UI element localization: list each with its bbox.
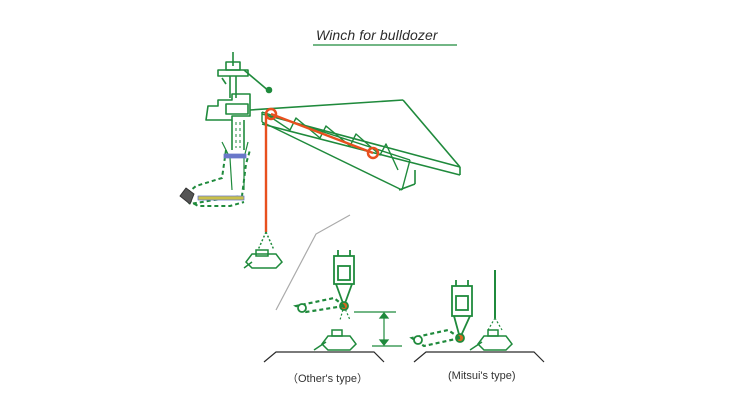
bucket-elevator [183, 149, 251, 207]
unloader-machine [179, 52, 461, 207]
cable-boom [270, 112, 374, 155]
tower-mast [205, 52, 251, 121]
caption-mitsui-type: (Mitsui's type) [448, 370, 516, 382]
sheave-upper [264, 107, 278, 121]
boom-truss [261, 111, 411, 191]
sheave-lower [366, 146, 380, 160]
winch-cable-system [264, 107, 380, 232]
mitsui-type-diagram [409, 270, 513, 351]
caption-others-type: （Other's type） [287, 373, 368, 385]
height-dimension [354, 311, 402, 347]
diagram-title: Winch for bulldozer [316, 27, 438, 43]
hanging-bulldozer [243, 231, 283, 269]
boom-frame [243, 69, 461, 191]
ground-left [263, 351, 385, 363]
ground-right [413, 351, 545, 363]
digging-bucket [179, 187, 195, 205]
others-type-diagram [293, 250, 357, 351]
leader-line [275, 214, 351, 311]
